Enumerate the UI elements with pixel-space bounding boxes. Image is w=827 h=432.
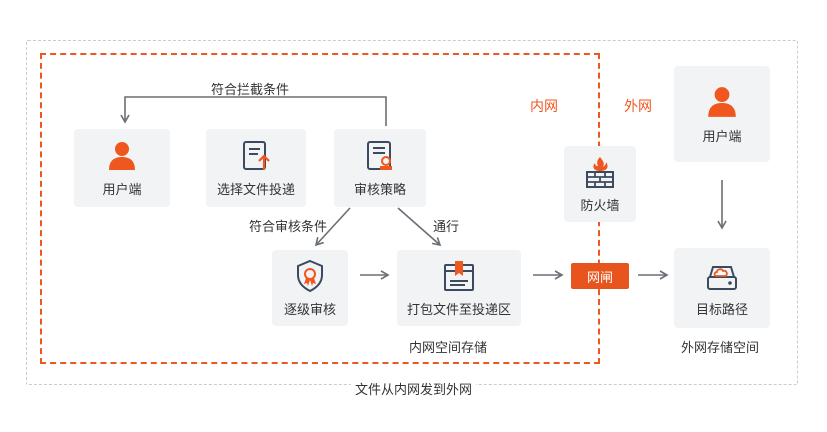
gateway-badge: 网闸 — [571, 263, 629, 289]
node-label: 审核策略 — [353, 182, 406, 198]
node-audit-policy: 审核策略 — [334, 129, 426, 207]
node-label: 用户端 — [702, 129, 742, 145]
pass-label: 通行 — [433, 220, 460, 235]
node-package-file: 打包文件至投递区 — [397, 250, 521, 326]
node-label: 目标路径 — [695, 302, 748, 318]
node-firewall: 防火墙 — [564, 146, 636, 222]
node-level-audit: 逐级审核 — [272, 250, 348, 326]
file-upload-icon — [243, 140, 270, 170]
node-target-path: 目标路径 — [674, 248, 770, 328]
node-label: 选择文件投递 — [216, 182, 295, 198]
node-user-extranet: 用户端 — [674, 66, 770, 162]
intranet-label: 内网 — [530, 99, 558, 115]
arrow-to-package — [397, 207, 442, 247]
extranet-label: 外网 — [624, 99, 652, 115]
extranet-storage-label: 外网存储空间 — [681, 341, 760, 356]
package-icon — [444, 260, 474, 291]
arrow-to-level-audit — [314, 207, 351, 247]
diagram-caption: 文件从内网发到外网 — [351, 379, 477, 398]
firewall-icon — [586, 156, 614, 188]
node-user-intranet: 用户端 — [74, 129, 170, 207]
node-label: 防火墙 — [580, 198, 620, 214]
intranet-storage-label: 内网空间存储 — [409, 341, 488, 356]
node-label: 用户端 — [102, 182, 142, 198]
node-select-file: 选择文件投递 — [206, 129, 306, 207]
document-stamp-icon — [367, 140, 392, 170]
intercept-label: 符合拦截条件 — [211, 83, 290, 98]
cloud-storage-icon — [707, 265, 737, 290]
shield-badge-icon — [297, 259, 323, 292]
audit-condition-label: 符合审核条件 — [249, 220, 328, 235]
user-icon — [109, 141, 135, 170]
node-label: 打包文件至投递区 — [406, 302, 511, 318]
arrow-intercept — [120, 96, 387, 126]
node-label: 逐级审核 — [283, 302, 336, 318]
user-icon — [708, 86, 736, 117]
